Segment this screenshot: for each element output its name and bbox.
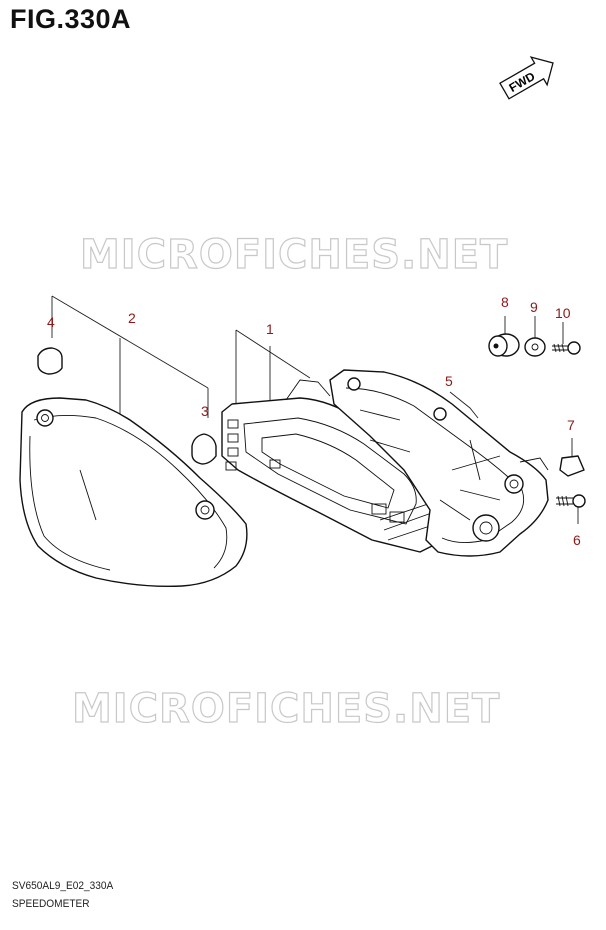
callout-3: 3 xyxy=(201,403,209,419)
callout-10: 10 xyxy=(555,305,571,321)
callout-7: 7 xyxy=(567,417,575,433)
watermark-top: MICROFICHES.NET xyxy=(80,232,508,278)
meter-cover-part-2 xyxy=(19,397,248,588)
clip-nut-part-7 xyxy=(559,455,585,477)
screw-part-10 xyxy=(552,341,581,355)
callout-6: 6 xyxy=(573,532,581,548)
screw-part-6 xyxy=(556,494,586,508)
callout-4: 4 xyxy=(47,314,55,330)
callout-9: 9 xyxy=(530,299,538,315)
rear-housing-part-5 xyxy=(329,369,549,557)
rubber-mount-part-8 xyxy=(488,333,520,357)
watermark-bottom: MICROFICHES.NET xyxy=(72,686,500,732)
leader-lines xyxy=(51,295,579,524)
callout-2: 2 xyxy=(128,310,136,326)
callout-5: 5 xyxy=(445,373,453,389)
callout-1: 1 xyxy=(266,321,274,337)
figure-code: SV650AL9_E02_330A xyxy=(12,880,114,892)
fwd-arrow-icon: FWD xyxy=(499,56,554,100)
callout-8: 8 xyxy=(501,294,509,310)
grommet-part-3 xyxy=(191,433,217,465)
figure-title: FIG.330A xyxy=(10,4,132,34)
cap-part-4 xyxy=(37,347,63,375)
figure-name: SPEEDOMETER xyxy=(12,898,90,910)
washer-part-9 xyxy=(524,337,546,357)
